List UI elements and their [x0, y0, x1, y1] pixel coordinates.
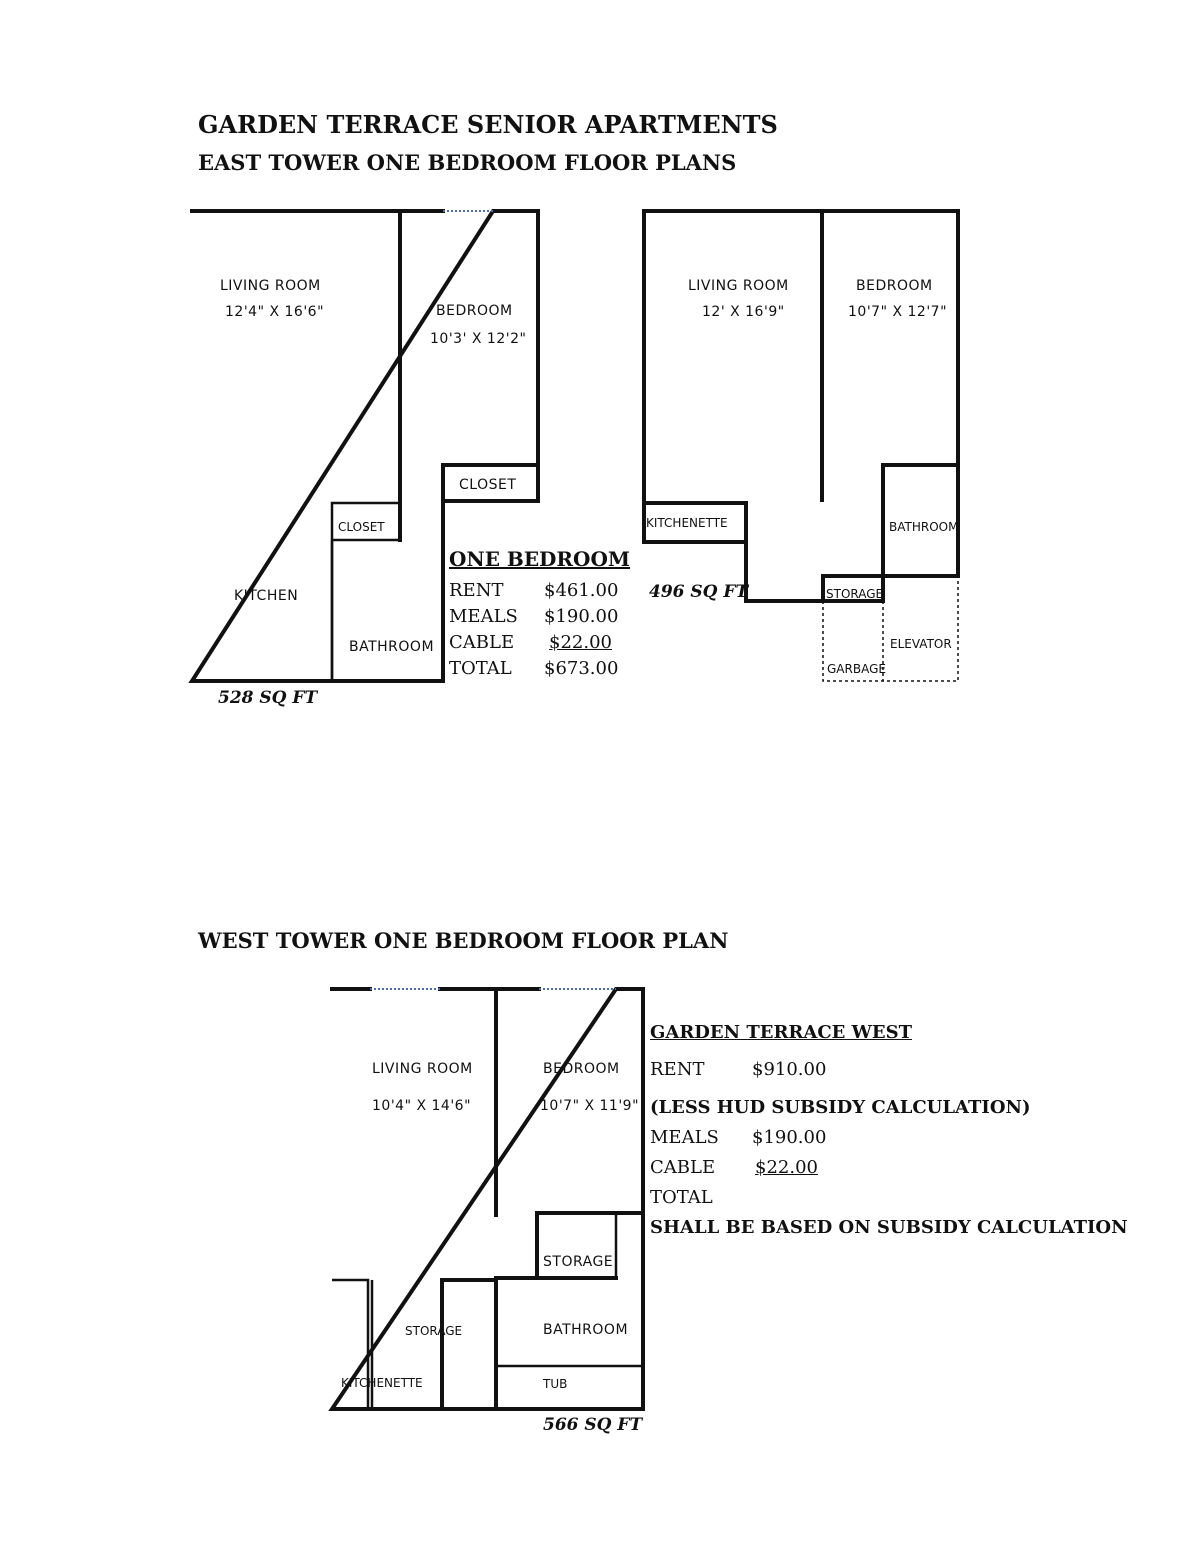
- west-meals-value: $190.00: [752, 1127, 827, 1148]
- west-meals-label: MEALS: [650, 1127, 719, 1148]
- plan-b-outline: [642, 209, 960, 603]
- plan-b-kitchenette-label: KITCHENETTE: [646, 516, 728, 530]
- plan-c-bedroom-label: BEDROOM: [543, 1061, 620, 1077]
- east-tower-subtitle: EAST TOWER ONE BEDROOM FLOOR PLANS: [198, 150, 737, 175]
- west-rent-value: $910.00: [752, 1059, 827, 1080]
- plan-c-storage-right-label: STORAGE: [543, 1254, 613, 1270]
- plan-a-living-room-label: LIVING ROOM: [220, 278, 321, 294]
- plan-c-tub-label: TUB: [542, 1377, 567, 1391]
- plan-b-kitchenette-wall: [642, 501, 748, 544]
- west-rent-label: RENT: [650, 1059, 705, 1080]
- plan-c-bedroom-dims: 10'7" X 11'9": [540, 1098, 639, 1114]
- plan-a-bedroom-dims: 10'3' X 12'2": [430, 331, 526, 347]
- plan-a-area: 528 SQ FT: [218, 688, 318, 708]
- east-meals-value: $190.00: [544, 606, 619, 627]
- plan-a-bedroom-label: BEDROOM: [436, 303, 513, 319]
- east-total-value: $673.00: [544, 658, 619, 679]
- east-rent-value: $461.00: [544, 580, 619, 601]
- plan-b-bedroom-dims: 10'7" X 12'7": [848, 304, 947, 320]
- plan-c-kitchenette-label: KITCHENETTE: [341, 1376, 423, 1390]
- east-rent-label: RENT: [449, 580, 504, 601]
- west-pricing-panel: GARDEN TERRACE WEST RENT $910.00 (LESS H…: [650, 1022, 1150, 1247]
- west-cable-value: $22.00: [755, 1157, 818, 1178]
- east-meals-label: MEALS: [449, 606, 518, 627]
- plan-b-living-room-label: LIVING ROOM: [688, 278, 789, 294]
- east-cable-label: CABLE: [449, 632, 515, 653]
- plan-a-living-room-dims: 12'4" X 16'6": [225, 304, 324, 320]
- plan-a-closet-wall: [441, 463, 540, 503]
- plan-b-bathroom-label: BATHROOM: [889, 520, 958, 534]
- west-total-label: TOTAL: [650, 1187, 713, 1208]
- plan-c-bathroom-label: BATHROOM: [543, 1322, 628, 1338]
- plan-a-bathroom-label: BATHROOM: [349, 639, 434, 655]
- plan-a: LIVING ROOM 12'4" X 16'6" BEDROOM 10'3' …: [188, 209, 540, 708]
- plan-a-kitchen-label: KITCHEN: [234, 588, 298, 604]
- plan-b-bath-wall: [881, 463, 960, 578]
- plan-b: LIVING ROOM 12' X 16'9" BEDROOM 10'7" X …: [642, 209, 960, 682]
- plan-b-storage-label: STORAGE: [826, 587, 883, 601]
- plan-a-small-closet-label: CLOSET: [338, 520, 385, 534]
- plan-b-garbage-label: GARBAGE: [827, 662, 886, 676]
- east-cable-value: $22.00: [549, 632, 612, 653]
- plan-a-closet-label: CLOSET: [459, 477, 516, 493]
- plan-b-area: 496 SQ FT: [649, 582, 749, 602]
- west-total-note: SHALL BE BASED ON SUBSIDY CALCULATION: [650, 1217, 1128, 1238]
- plan-c-area: 566 SQ FT: [543, 1415, 643, 1435]
- page-title: GARDEN TERRACE SENIOR APARTMENTS: [198, 110, 778, 139]
- plan-c-living-room-dims: 10'4" X 14'6": [372, 1098, 471, 1114]
- plan-c-storage-left-label: STORAGE: [405, 1324, 462, 1338]
- east-pricing-panel: ONE BEDROOM RENT $461.00 MEALS $190.00 C…: [449, 547, 639, 687]
- east-total-label: TOTAL: [449, 658, 512, 679]
- plan-b-living-room-dims: 12' X 16'9": [702, 304, 785, 320]
- plan-c-bath-wall: [494, 1276, 539, 1411]
- plan-b-bedroom-label: BEDROOM: [856, 278, 933, 294]
- plan-b-common-area: [822, 576, 959, 682]
- plan-c: LIVING ROOM 10'4" X 14'6" BEDROOM 10'7" …: [328, 987, 645, 1435]
- plan-c-outline: [328, 987, 645, 1411]
- west-cable-label: CABLE: [650, 1157, 716, 1178]
- west-subsidy-note: (LESS HUD SUBSIDY CALCULATION): [650, 1097, 1031, 1118]
- east-pricing-heading: ONE BEDROOM: [449, 547, 631, 571]
- plan-b-elevator-label: ELEVATOR: [890, 637, 952, 651]
- plan-c-living-room-label: LIVING ROOM: [372, 1061, 473, 1077]
- west-pricing-heading: GARDEN TERRACE WEST: [650, 1022, 912, 1043]
- west-tower-subtitle: WEST TOWER ONE BEDROOM FLOOR PLAN: [198, 928, 729, 953]
- plan-c-kitchenette-wall: [332, 1278, 374, 1409]
- plan-c-center-storage-wall: [440, 1278, 498, 1411]
